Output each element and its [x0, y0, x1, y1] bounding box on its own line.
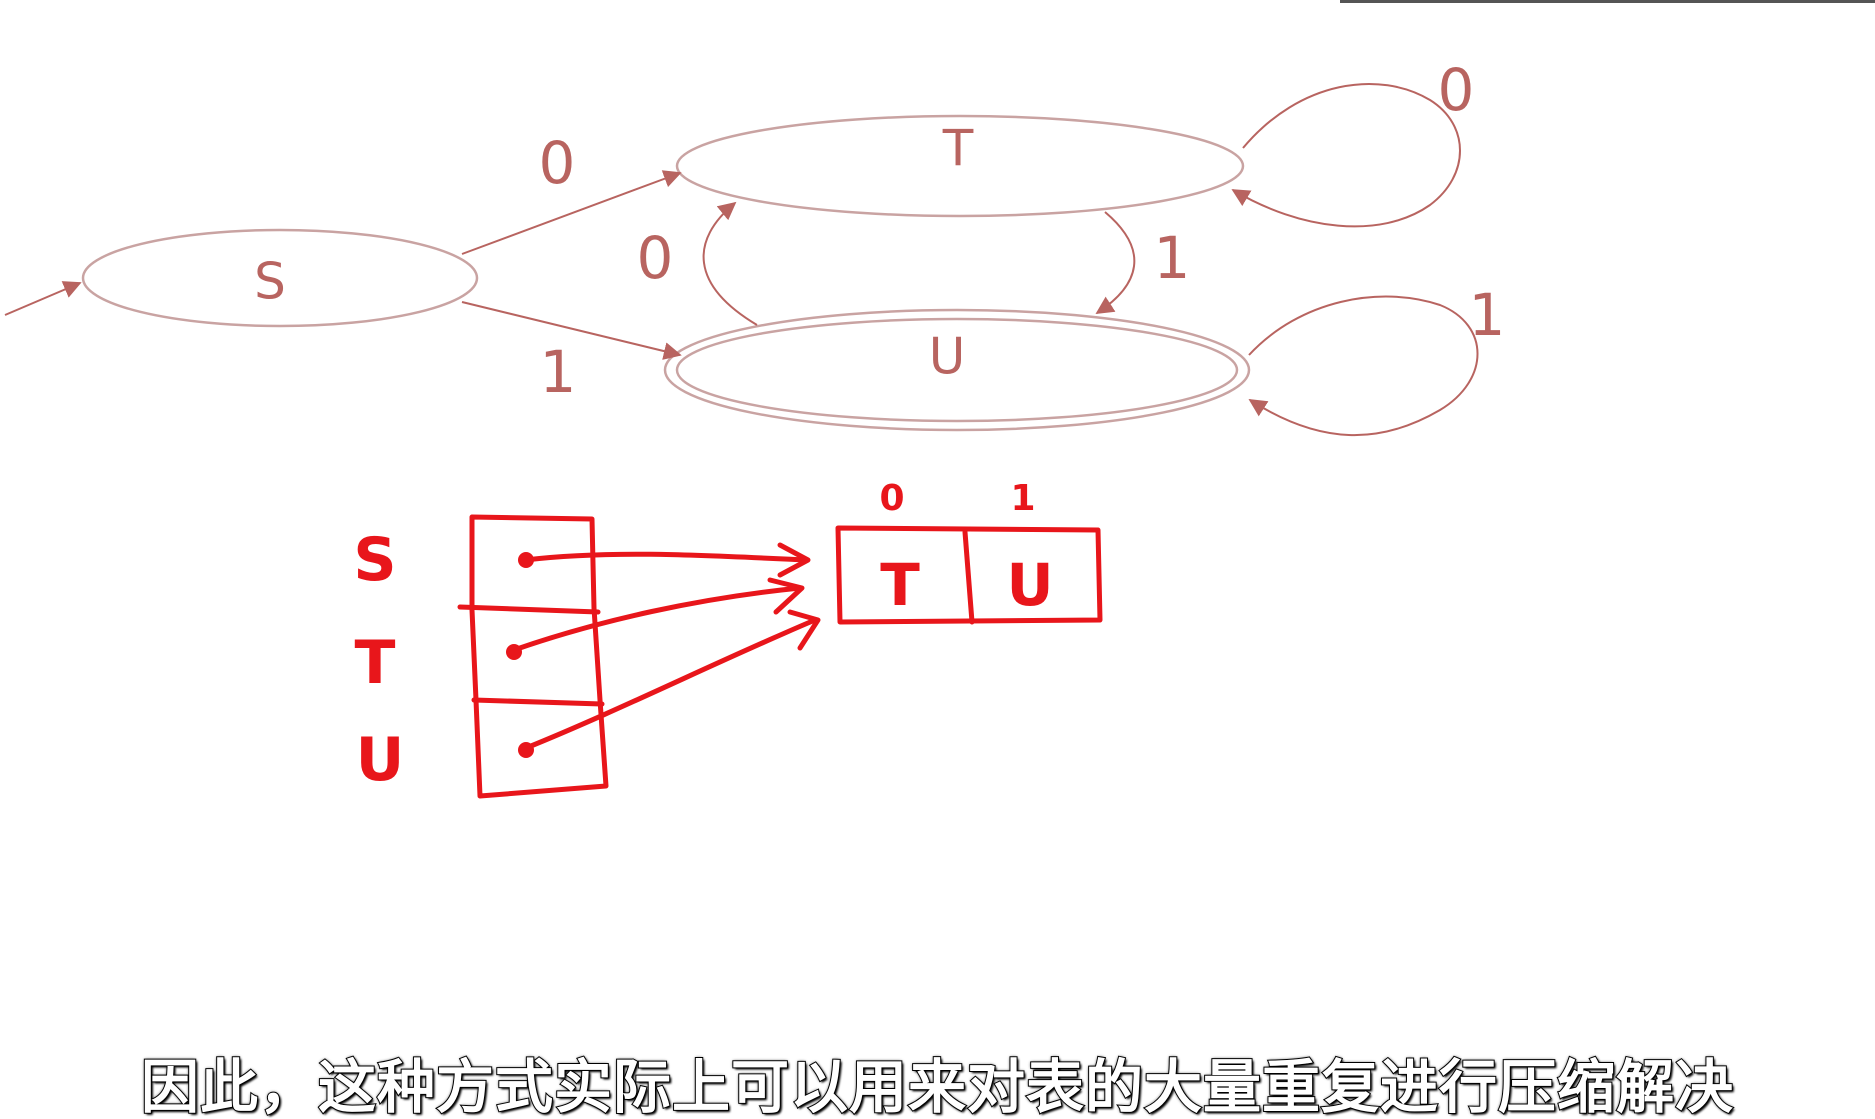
edge-t-self-label: 0 [1438, 56, 1475, 124]
state-u-label: U [929, 328, 966, 386]
row-label-t: T [355, 628, 396, 698]
subtitle-caption: 因此，这种方式实际上可以用来对表的大量重复进行压缩解决 [140, 1052, 1734, 1119]
column-header-0: 0 [879, 478, 904, 519]
pointer-array-divider-1 [457, 604, 601, 615]
row-label-u: U [356, 725, 405, 795]
pointer-s-dot [518, 552, 534, 568]
pointer-array-box [469, 514, 609, 799]
edge-t-self-loop [1231, 83, 1461, 228]
edge-u-to-t [702, 201, 758, 326]
edge-t-to-u [1095, 211, 1136, 314]
edge-u-to-t-label: 0 [637, 224, 674, 292]
pointer-u-arrowhead [787, 609, 821, 651]
top-edge-line [1340, 0, 1875, 3]
pointer-u-arrow [523, 617, 818, 751]
edge-s-to-t-label: 0 [539, 129, 576, 197]
row-box-divider [962, 529, 975, 625]
edge-u-self-loop [1248, 295, 1479, 437]
handwritten-table [457, 514, 1103, 799]
state-s-node [81, 228, 479, 328]
state-t-label: T [942, 120, 974, 178]
edge-t-to-u-label: 1 [1154, 224, 1191, 292]
pointer-t-arrow [511, 585, 803, 653]
pointer-dots [506, 552, 534, 758]
edge-s-to-t [461, 170, 682, 255]
start-arrow [4, 281, 82, 316]
state-u-node-inner [675, 317, 1239, 423]
edge-s-to-u [461, 301, 682, 360]
pointer-s-arrowhead [777, 542, 811, 578]
pointer-s-arrow [522, 551, 808, 563]
column-header-1: 1 [1010, 478, 1035, 519]
state-u-node-outer [663, 308, 1251, 432]
pointer-t-arrowhead [767, 577, 805, 615]
row-box [835, 525, 1103, 625]
state-s-label: S [254, 253, 286, 311]
edge-s-to-u-label: 1 [540, 338, 577, 406]
edge-u-self-label: 1 [1469, 281, 1506, 349]
pointer-array-divider-2 [471, 697, 605, 707]
pointer-t-dot [506, 644, 522, 660]
state-t-node [675, 114, 1245, 218]
table-cell-0: T [880, 551, 920, 619]
pointer-u-dot [518, 742, 534, 758]
row-label-s: S [353, 525, 396, 595]
table-cell-1: U [1006, 551, 1053, 619]
